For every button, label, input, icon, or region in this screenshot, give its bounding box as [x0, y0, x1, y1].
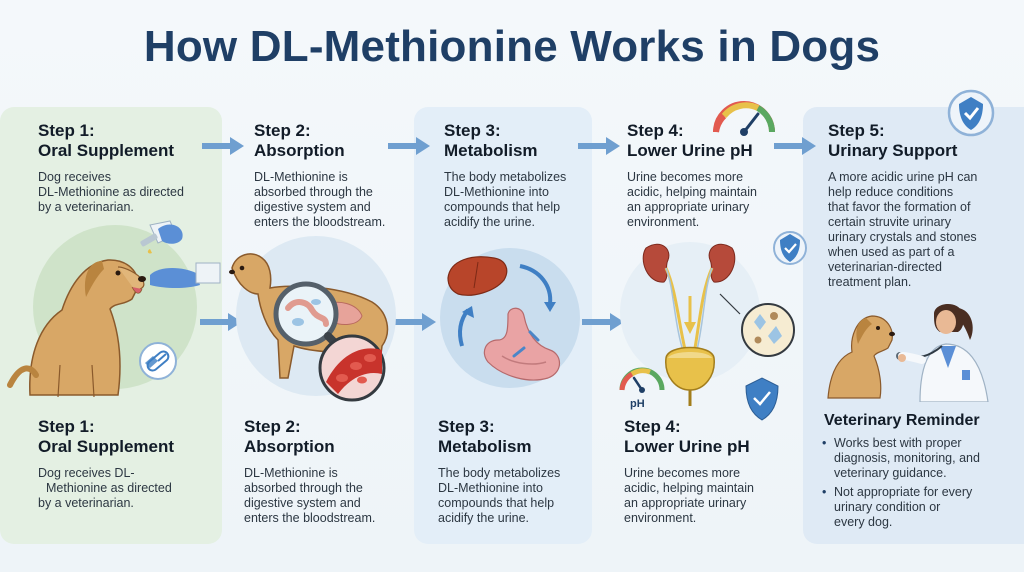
shield-check-icon [746, 378, 778, 420]
urinary-system-illustration [608, 100, 808, 422]
step-number: Step 1: [38, 417, 218, 437]
step-title: Absorption [244, 437, 409, 457]
vet-examining-dog-illustration [822, 294, 1000, 402]
dog-icon [828, 316, 895, 398]
bladder-icon [666, 348, 714, 407]
arrow-right-icon [202, 137, 244, 155]
step-title: Lower Urine pH [624, 437, 794, 457]
step-title: Metabolism [444, 141, 589, 161]
step-1-bottom: Step 1: Oral Supplement Dog receives DL-… [38, 417, 218, 511]
dog-receiving-supplement-illustration [0, 215, 222, 405]
reminder-title: Veterinary Reminder [824, 412, 980, 430]
shield-check-icon [774, 232, 806, 264]
metabolism-illustration [438, 236, 583, 396]
vet-icon [896, 304, 988, 402]
ph-gauge-icon [716, 104, 772, 136]
ph-gauge-icon [622, 370, 662, 393]
step-number: Step 1: [38, 121, 218, 141]
capsule-icon [140, 343, 176, 379]
shield-check-icon [946, 88, 996, 138]
absorption-illustration [222, 228, 410, 406]
step-5-top: Step 5: Urinary Support A more acidic ur… [828, 121, 1018, 290]
step-4-bottom: Step 4: Lower Urine pH Urine becomes mor… [624, 417, 794, 526]
step-title: Metabolism [438, 437, 588, 457]
step-title: Oral Supplement [38, 437, 218, 457]
blood-vessel-icon [320, 336, 384, 400]
step-number: Step 3: [444, 121, 589, 141]
arrow-right-icon [388, 137, 430, 155]
ph-label: pH [630, 398, 645, 410]
step-title: Oral Supplement [38, 141, 218, 161]
page-title: How DL-Methionine Works in Dogs [0, 22, 1024, 72]
step-title: Urinary Support [828, 141, 1018, 161]
step-number: Step 2: [244, 417, 409, 437]
step-number: Step 3: [438, 417, 588, 437]
